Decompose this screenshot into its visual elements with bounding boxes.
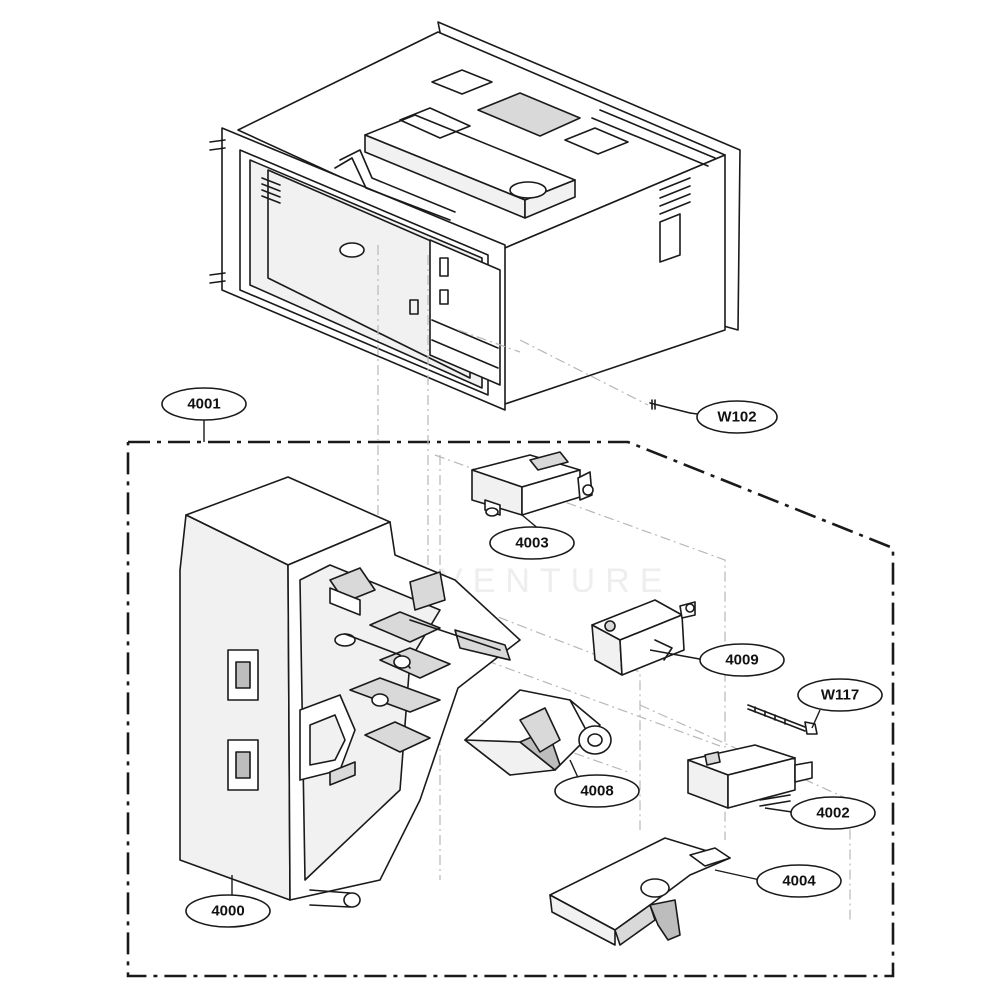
callout-4008-label: 4008 bbox=[580, 783, 613, 800]
part-4008-lever bbox=[464, 689, 612, 776]
callout-w102: W102 bbox=[696, 400, 778, 434]
callout-w102-label: W102 bbox=[717, 409, 756, 426]
callout-4000: 4000 bbox=[185, 894, 271, 928]
callout-4003-label: 4003 bbox=[515, 535, 548, 552]
callout-4009: 4009 bbox=[699, 643, 785, 677]
part-4009-switch bbox=[591, 599, 696, 676]
callout-w117-label: W117 bbox=[821, 687, 859, 704]
callout-4009-label: 4009 bbox=[725, 652, 758, 669]
callout-4000-label: 4000 bbox=[211, 903, 244, 920]
callout-4008: 4008 bbox=[554, 774, 640, 808]
screw-w102 bbox=[649, 399, 691, 414]
callout-4003: 4003 bbox=[489, 526, 575, 560]
callout-4004: 4004 bbox=[756, 864, 842, 898]
callout-4001: 4001 bbox=[161, 387, 247, 421]
screw-w117 bbox=[747, 704, 818, 735]
microwave-cavity-chassis bbox=[209, 21, 741, 411]
callout-4002-label: 4002 bbox=[816, 805, 849, 822]
leader-lines bbox=[203, 412, 821, 895]
part-4003-switch bbox=[471, 451, 594, 517]
part-4002-switch bbox=[687, 744, 813, 809]
assembly-4001-boundary bbox=[126, 440, 895, 978]
part-4000-latch-board bbox=[179, 476, 521, 908]
watermark-text: VENTURE bbox=[440, 562, 672, 600]
callout-4002: 4002 bbox=[790, 796, 876, 830]
callout-4004-label: 4004 bbox=[782, 873, 816, 890]
part-4004-hook bbox=[549, 837, 731, 946]
callout-4001-label: 4001 bbox=[187, 396, 220, 413]
callout-w117: W117 bbox=[797, 678, 883, 712]
